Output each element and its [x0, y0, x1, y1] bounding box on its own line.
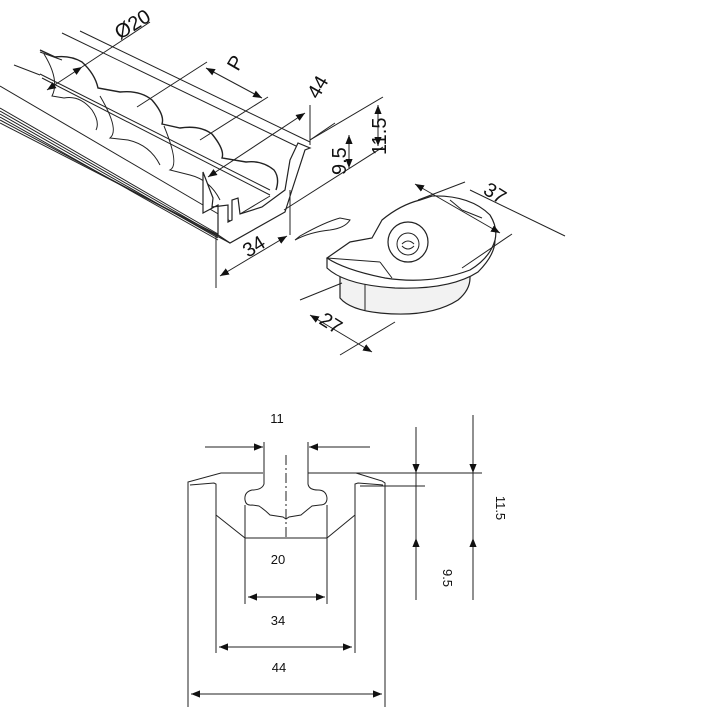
dim-overall-height-section: 11.5: [493, 496, 508, 520]
dim-overall-width-section: 44: [272, 660, 286, 675]
dim-fitting-length: 37: [479, 179, 510, 209]
dim-overall-height: 11.5: [369, 118, 391, 155]
rail-isometric: [0, 30, 312, 244]
section-dimension-lines: [191, 415, 482, 698]
fitting-bolt-icon: [396, 232, 420, 256]
rail-side-face: [0, 85, 233, 244]
fitting-dimension-lines: [299, 181, 566, 356]
dim-inner-width-section: 34: [271, 613, 285, 628]
dim-slot-depth: 9.5: [329, 147, 351, 175]
dim-hole-diameter: Ø20: [111, 6, 155, 45]
rail-cross-section: [187, 455, 386, 707]
dim-hole-width: 20: [271, 552, 285, 567]
dim-pitch: P: [223, 52, 249, 75]
dim-slot-opening: 11: [270, 411, 284, 426]
fitting-bolt-hole: [387, 221, 429, 263]
dim-overall-width: 44: [303, 72, 333, 102]
dim-inner-width: 34: [239, 232, 270, 262]
dim-slot-depth-section: 9.5: [440, 569, 455, 587]
rail-dimension-lines: [46, 21, 384, 288]
dim-fitting-width: 27: [315, 309, 346, 339]
